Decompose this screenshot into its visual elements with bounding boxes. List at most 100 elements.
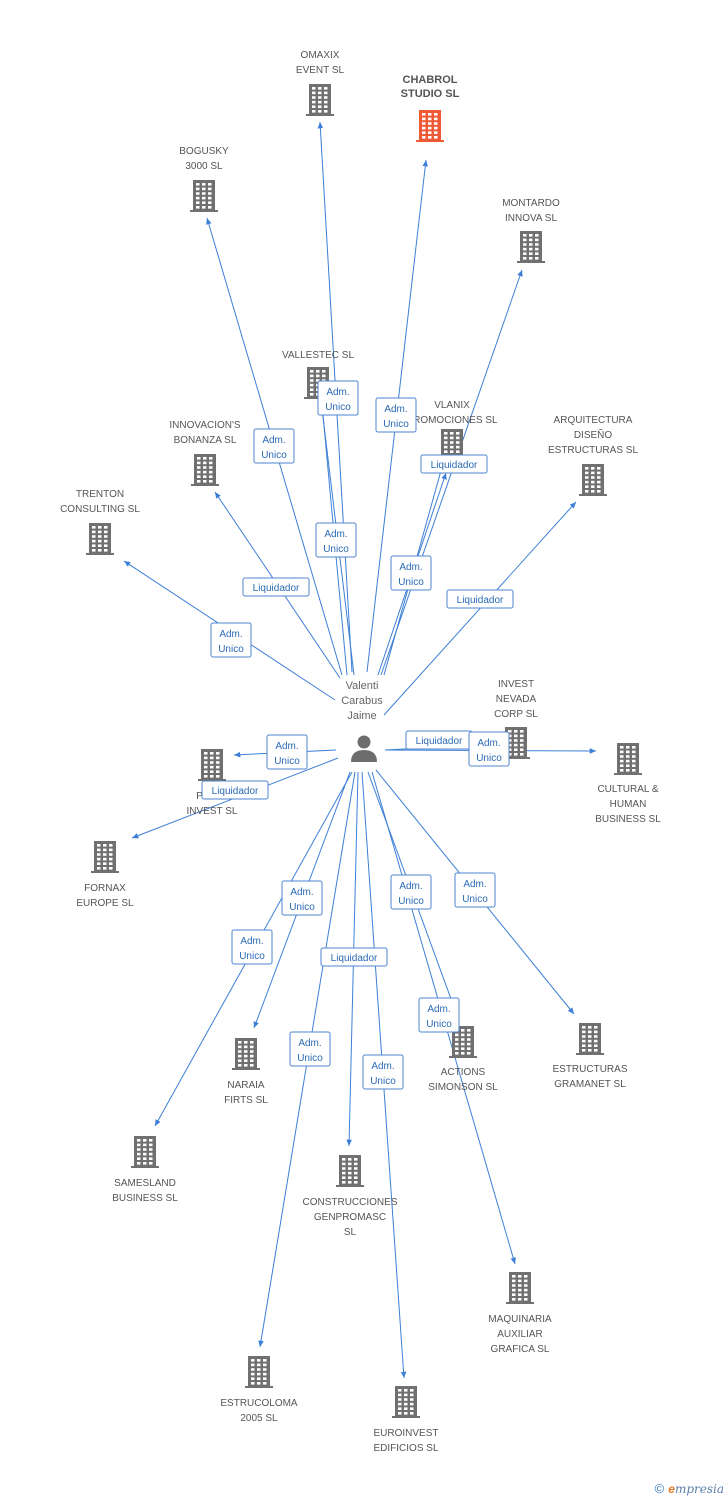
- company-label[interactable]: ARQUITECTURA: [554, 415, 633, 426]
- building-icon: [579, 464, 607, 496]
- relation-label: Unico: [426, 1019, 452, 1030]
- company-node-vlanix[interactable]: VLANIX PROMOCIONES SL: [406, 400, 498, 461]
- company-label[interactable]: BUSINESS SL: [595, 814, 661, 825]
- company-label[interactable]: SL: [344, 1227, 357, 1238]
- copyright-icon: ©: [654, 1481, 665, 1496]
- relation-badge: Adm.Unico: [375, 397, 417, 433]
- company-label[interactable]: HUMAN: [610, 799, 647, 810]
- company-label[interactable]: EVENT SL: [296, 65, 345, 76]
- company-node-chabrol[interactable]: CHABROL STUDIO SL: [401, 74, 460, 142]
- company-node-fornax[interactable]: FORNAX EUROPE SL: [76, 841, 134, 909]
- company-label[interactable]: VLANIX: [434, 400, 470, 411]
- relation-badge: Liquidador: [201, 780, 269, 800]
- relation-label: Unico: [383, 419, 409, 430]
- company-node-naraia[interactable]: NARAIA FIRTS SL: [224, 1038, 268, 1106]
- company-label[interactable]: INNOVACION'S: [169, 420, 241, 431]
- company-label[interactable]: DISEÑO: [574, 428, 613, 441]
- relation-label: Liquidador: [416, 736, 463, 747]
- company-node-maquinaria[interactable]: MAQUINARIA AUXILIAR GRAFICA SL: [488, 1272, 552, 1355]
- building-icon: [438, 429, 466, 461]
- company-node-euroinvest[interactable]: EUROINVEST EDIFICIOS SL: [373, 1386, 439, 1454]
- relation-label: Unico: [274, 756, 300, 767]
- building-icon: [576, 1023, 604, 1055]
- company-label[interactable]: FORNAX: [84, 883, 126, 894]
- company-label[interactable]: ESTRUCTURAS: [552, 1064, 627, 1075]
- company-node-estructuras[interactable]: ESTRUCTURAS GRAMANET SL: [552, 1023, 628, 1090]
- company-label[interactable]: INVEST: [498, 679, 534, 690]
- company-node-trenton[interactable]: TRENTON CONSULTING SL: [60, 489, 140, 555]
- company-label[interactable]: 2005 SL: [240, 1413, 278, 1424]
- company-label[interactable]: ESTRUCTURAS SL: [548, 445, 638, 456]
- company-label[interactable]: FIRTS SL: [224, 1095, 268, 1106]
- company-label[interactable]: SAMESLAND: [114, 1178, 176, 1189]
- company-label[interactable]: MONTARDO: [502, 198, 560, 209]
- building-icon: [614, 743, 642, 775]
- relation-badge: Adm.Unico: [210, 622, 252, 658]
- company-node-omaxix[interactable]: OMAXIX EVENT SL: [296, 50, 345, 116]
- company-label[interactable]: GRAFICA SL: [491, 1344, 550, 1355]
- relation-label: Unico: [325, 402, 351, 413]
- relation-label: Unico: [289, 902, 315, 913]
- company-label[interactable]: EDIFICIOS SL: [373, 1443, 438, 1454]
- company-label[interactable]: NARAIA: [227, 1080, 265, 1091]
- company-label[interactable]: CORP SL: [494, 709, 538, 720]
- relation-badge: Adm.Unico: [362, 1054, 404, 1090]
- company-label[interactable]: SIMONSON SL: [428, 1082, 498, 1093]
- company-label[interactable]: EUROPE SL: [76, 898, 134, 909]
- company-node-investnevada[interactable]: INVEST NEVADA CORP SL: [494, 679, 538, 759]
- company-label[interactable]: 3000 SL: [185, 161, 223, 172]
- company-node-actions[interactable]: ACTIONS SIMONSON SL: [428, 1026, 498, 1093]
- company-node-samesland[interactable]: SAMESLAND BUSINESS SL: [112, 1136, 178, 1204]
- building-icon: [517, 231, 545, 263]
- person-name[interactable]: Valenti: [346, 680, 379, 692]
- company-label[interactable]: INNOVA SL: [505, 213, 557, 224]
- relation-label: Adm.: [262, 435, 285, 446]
- company-label[interactable]: VALLESTEC SL: [282, 350, 355, 361]
- company-label[interactable]: BUSINESS SL: [112, 1193, 178, 1204]
- person-icon[interactable]: [351, 735, 377, 763]
- company-label[interactable]: BOGUSKY: [179, 146, 229, 157]
- relation-badge: Adm.Unico: [315, 522, 357, 558]
- company-node-montardo[interactable]: MONTARDO INNOVA SL: [502, 198, 560, 263]
- nodes-layer: OMAXIX EVENT SL CHABROL STUDIO SL BOGUSKY 300…: [60, 50, 661, 1454]
- company-label[interactable]: ACTIONS: [441, 1067, 486, 1078]
- relation-label: Unico: [476, 753, 502, 764]
- company-label[interactable]: ESTRUCOLOMA: [220, 1398, 298, 1409]
- relation-badge: Adm.Unico: [281, 880, 323, 916]
- company-label[interactable]: GENPROMASC: [314, 1212, 386, 1223]
- company-label[interactable]: CULTURAL &: [597, 784, 658, 795]
- person-name[interactable]: Carabus: [341, 695, 383, 707]
- company-label[interactable]: GRAMANET SL: [554, 1079, 626, 1090]
- footer-brand[interactable]: ©empresia: [655, 1481, 724, 1496]
- building-icon: [232, 1038, 260, 1070]
- company-label[interactable]: TRENTON: [76, 489, 124, 500]
- company-node-estrucoloma[interactable]: ESTRUCOLOMA 2005 SL: [220, 1356, 298, 1424]
- company-label[interactable]: STUDIO SL: [401, 88, 460, 100]
- company-label[interactable]: NEVADA: [496, 694, 537, 705]
- company-label[interactable]: CHABROL: [403, 74, 458, 86]
- relation-badge: Liquidador: [320, 947, 388, 967]
- company-node-innovacions[interactable]: INNOVACION'S BONANZA SL: [169, 420, 241, 486]
- company-label[interactable]: CONSULTING SL: [60, 504, 140, 515]
- company-node-cultural[interactable]: CULTURAL & HUMAN BUSINESS SL: [595, 743, 661, 825]
- company-node-construcciones[interactable]: CONSTRUCCIONES GENPROMASC SL: [302, 1155, 398, 1238]
- company-label[interactable]: BONANZA SL: [174, 435, 237, 446]
- company-label[interactable]: CONSTRUCCIONES: [302, 1197, 397, 1208]
- company-label[interactable]: OMAXIX: [301, 50, 340, 61]
- company-node-bogusky[interactable]: BOGUSKY 3000 SL: [179, 146, 229, 212]
- building-icon: [190, 180, 218, 212]
- company-label[interactable]: EUROINVEST: [373, 1428, 438, 1439]
- company-label[interactable]: AUXILIAR: [497, 1329, 543, 1340]
- company-label[interactable]: MAQUINARIA: [488, 1314, 552, 1325]
- company-label[interactable]: PROMOCIONES SL: [406, 415, 498, 426]
- relation-label: Unico: [398, 896, 424, 907]
- person-name[interactable]: Jaime: [347, 710, 376, 722]
- brand-logo-initial: e: [668, 1482, 675, 1496]
- relation-label: Unico: [462, 894, 488, 905]
- relation-label: Adm.: [427, 1004, 450, 1015]
- company-label[interactable]: INVEST SL: [187, 806, 238, 817]
- building-icon: [506, 1272, 534, 1304]
- company-node-arquitectura[interactable]: ARQUITECTURA DISEÑO ESTRUCTURAS SL: [548, 415, 638, 496]
